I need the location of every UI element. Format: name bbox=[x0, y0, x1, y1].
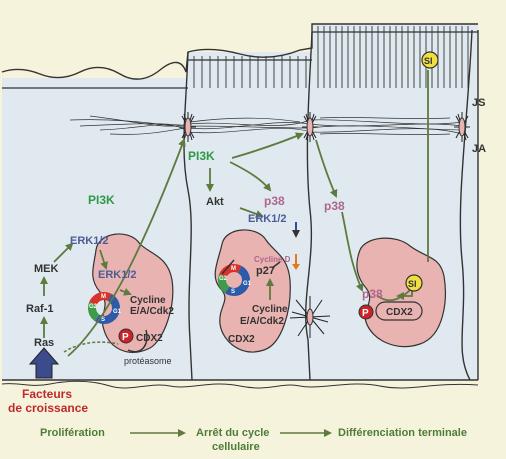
cdx2-right-box bbox=[375, 301, 423, 321]
label-diff: Différenciation terminale bbox=[338, 427, 467, 439]
basement-zigzag bbox=[1, 380, 479, 389]
cdx2-proteasome-arc bbox=[127, 329, 148, 353]
label-p27: p27 bbox=[256, 265, 275, 277]
cycle-phase-labels: M G2 S G1 M G2 S G1 bbox=[89, 266, 252, 323]
cycle-left-s: S bbox=[101, 317, 105, 323]
arrow-p38-nuc bbox=[341, 211, 364, 292]
cell-contour bbox=[1, 23, 478, 80]
arrow-pi3k-junction2 bbox=[231, 132, 304, 159]
desmosome-1-core bbox=[184, 117, 192, 137]
si-badge-top-text: SI bbox=[424, 56, 433, 66]
microvilli-lines bbox=[193, 26, 469, 88]
cycle-mid-s: S bbox=[231, 289, 235, 295]
si-loop bbox=[377, 289, 411, 302]
desmosome-2-core bbox=[306, 117, 314, 137]
cycle-mid-g1: G1 bbox=[243, 281, 252, 287]
label-erk-top: ERK1/2 bbox=[70, 235, 109, 247]
p-badge-left bbox=[118, 328, 134, 344]
label-ja: JA bbox=[472, 143, 486, 155]
label-erk-mid: ERK1/2 bbox=[248, 213, 287, 225]
arrows-dark bbox=[63, 259, 281, 353]
label-ras: Ras bbox=[34, 337, 54, 349]
arrow-akt-erk bbox=[239, 207, 264, 218]
label-cyclin-mid-1: Cycline bbox=[252, 304, 288, 315]
junction-fibers bbox=[69, 115, 463, 135]
cycle-left-g2: G2 bbox=[89, 304, 98, 310]
label-cyclin-left-2: E/A/Cdk2 bbox=[130, 306, 174, 317]
label-akt: Akt bbox=[206, 196, 224, 208]
membrane-2 bbox=[305, 31, 313, 381]
label-growth-factors-1: Facteurs bbox=[22, 387, 72, 401]
arrow-pi3k-p38 bbox=[229, 161, 272, 192]
arrow-junc-p38 bbox=[315, 139, 338, 198]
arrow-ras-junction bbox=[67, 138, 186, 357]
cycle-mid bbox=[218, 264, 250, 296]
si-badge-nuc bbox=[405, 274, 423, 292]
cycle-left-m: M bbox=[101, 294, 106, 300]
mid-cycle-lines bbox=[221, 259, 281, 275]
label-pi3k-mid: PI3K bbox=[188, 149, 215, 163]
label-p38-nuc: p38 bbox=[362, 287, 383, 301]
cycle-mid-g2: G2 bbox=[219, 276, 228, 282]
label-arrest-2: cellulaire bbox=[212, 441, 260, 453]
dotted-loop-left bbox=[63, 341, 119, 353]
desmosome-3-core bbox=[458, 117, 466, 137]
arrow-erk-nuc bbox=[99, 249, 108, 270]
membrane-1 bbox=[183, 51, 193, 381]
label-cdx2-left: CDX2 bbox=[136, 333, 163, 344]
label-proteasome: protéasome bbox=[124, 356, 172, 366]
si-badge-nuc-text: SI bbox=[408, 279, 417, 289]
p-badge-right-text: P bbox=[362, 308, 369, 319]
cycle-left bbox=[88, 292, 120, 324]
label-arrest-1: Arrêt du cycle bbox=[196, 427, 269, 439]
label-cdx2-right: CDX2 bbox=[386, 307, 413, 318]
basal-fiber-core bbox=[306, 308, 314, 326]
label-js: JS bbox=[472, 97, 485, 109]
label-growth-factors-2: de croissance bbox=[8, 401, 88, 415]
microvilli bbox=[2, 24, 478, 88]
label-pi3k-left: PI3K bbox=[88, 193, 115, 207]
membrane-3 bbox=[459, 29, 473, 381]
label-mek: MEK bbox=[34, 263, 59, 275]
label-cyclin-left-1: Cycline bbox=[130, 295, 166, 306]
label-prolif: Prolifération bbox=[40, 427, 105, 439]
p-badge-right bbox=[358, 304, 374, 320]
label-cyclin-mid-2: E/A/Cdk2 bbox=[240, 316, 284, 327]
apical-border bbox=[2, 31, 478, 89]
label-raf: Raf-1 bbox=[26, 303, 54, 315]
p-badge-left-text: P bbox=[122, 332, 129, 343]
arrows-green bbox=[40, 70, 429, 357]
label-cdx2-mid: CDX2 bbox=[228, 334, 255, 345]
si-badge-top bbox=[421, 51, 439, 69]
cyclind-down-head bbox=[292, 264, 300, 270]
arrow-mek-erk bbox=[53, 242, 74, 263]
label-erk-nuc: ERK1/2 bbox=[98, 269, 137, 281]
growth-factor-arrow bbox=[28, 347, 60, 379]
cycle-mid-m: M bbox=[231, 266, 236, 272]
arrow-erk-cyclin bbox=[119, 288, 132, 296]
label-p38-right: p38 bbox=[324, 199, 345, 213]
label-cyclin-d: Cycline D bbox=[254, 255, 291, 264]
cycle-left-g1: G1 bbox=[113, 309, 122, 315]
label-p38-mid: p38 bbox=[264, 194, 285, 208]
